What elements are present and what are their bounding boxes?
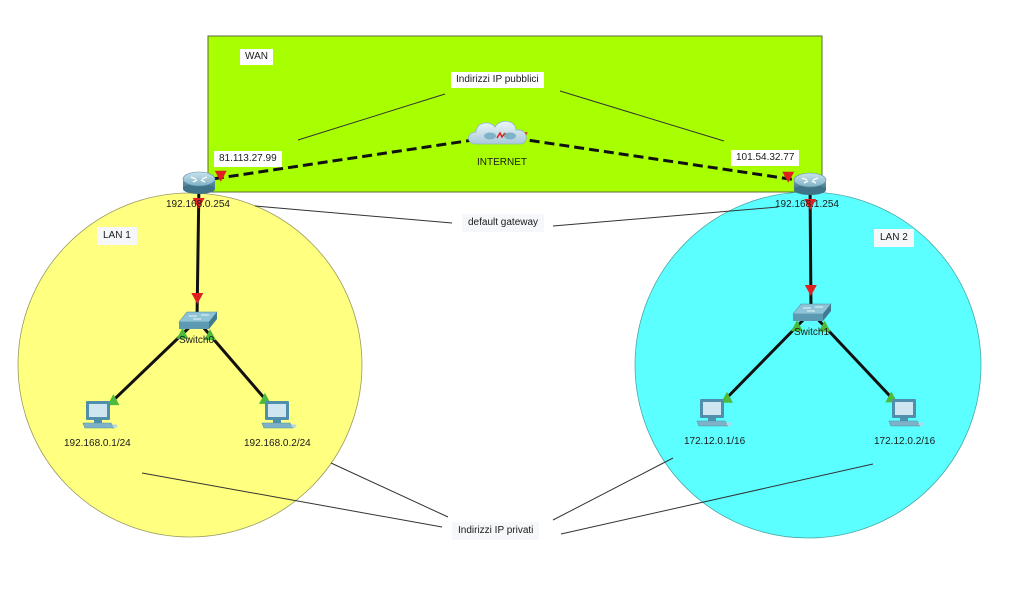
- link-router1-switch1[interactable]: [804, 181, 817, 313]
- links: [97, 132, 907, 416]
- switch-icon[interactable]: [178, 311, 218, 329]
- annotation-line: [560, 463, 874, 535]
- lan2-zone: [634, 191, 982, 539]
- default-gateway-annotation: default gateway: [462, 214, 545, 232]
- annotation-line: [552, 457, 674, 521]
- link-status-down-icon: [782, 171, 795, 183]
- link-status-up-icon: [107, 394, 120, 406]
- annotation-line: [552, 206, 779, 227]
- router-icon[interactable]: [182, 171, 216, 194]
- link-status-up-icon: [791, 320, 804, 332]
- link-status-up-icon: [176, 327, 189, 339]
- annotation-line: [559, 90, 725, 142]
- switch-icon[interactable]: [792, 303, 832, 321]
- private-ips-annotation: Indirizzi IP privati: [452, 522, 540, 540]
- internet-label[interactable]: INTERNET: [477, 157, 527, 168]
- lan2-label: LAN 2: [874, 229, 914, 247]
- pc-icon[interactable]: [696, 399, 732, 427]
- link-status-up-icon: [204, 329, 217, 341]
- internet-cloud-icon[interactable]: [468, 120, 527, 145]
- switch0-label[interactable]: Switch0: [179, 335, 215, 346]
- pc1-label[interactable]: 192.168.0.2/24: [244, 438, 311, 449]
- wan-zone: [207, 35, 823, 193]
- annotation-line: [141, 472, 443, 528]
- router1-label[interactable]: 192.168.1.254: [775, 199, 839, 210]
- router0-label[interactable]: 192.168.0.254: [166, 199, 230, 210]
- link-status-down-icon: [191, 293, 204, 305]
- pc-icon[interactable]: [261, 401, 297, 429]
- link-status-down-icon: [804, 285, 817, 297]
- switch1-label[interactable]: Switch1: [794, 327, 830, 338]
- lan1-label: LAN 1: [97, 227, 137, 245]
- pc3-label[interactable]: 172.12.0.2/16: [874, 436, 936, 447]
- devices: [82, 120, 924, 429]
- link-status-down-icon: [214, 170, 227, 182]
- annotation-line: [297, 93, 446, 141]
- link-status-up-icon: [818, 320, 831, 332]
- link-status-down-icon: [804, 198, 817, 210]
- annotation-line: [330, 462, 449, 518]
- link-switch0-pc0[interactable]: [97, 318, 199, 416]
- public-ips-annotation: Indirizzi IP pubblici: [451, 72, 544, 88]
- wan-label: WAN: [240, 49, 273, 65]
- pc-icon[interactable]: [888, 399, 924, 427]
- annotation-line: [254, 205, 453, 224]
- pc-icon[interactable]: [82, 401, 118, 429]
- router1-wan-ip[interactable]: 101.54.32.77: [731, 150, 800, 166]
- link-router0-switch0[interactable]: [191, 180, 205, 321]
- router0-wan-ip[interactable]: 81.113.27.99: [214, 151, 282, 167]
- pc2-label[interactable]: 172.12.0.1/16: [684, 436, 746, 447]
- router-icon[interactable]: [793, 172, 827, 195]
- link-status-down-icon: [192, 197, 205, 209]
- annotation-lines: [141, 90, 874, 535]
- pc0-label[interactable]: 192.168.0.1/24: [64, 438, 131, 449]
- lan1-zone: [17, 192, 363, 538]
